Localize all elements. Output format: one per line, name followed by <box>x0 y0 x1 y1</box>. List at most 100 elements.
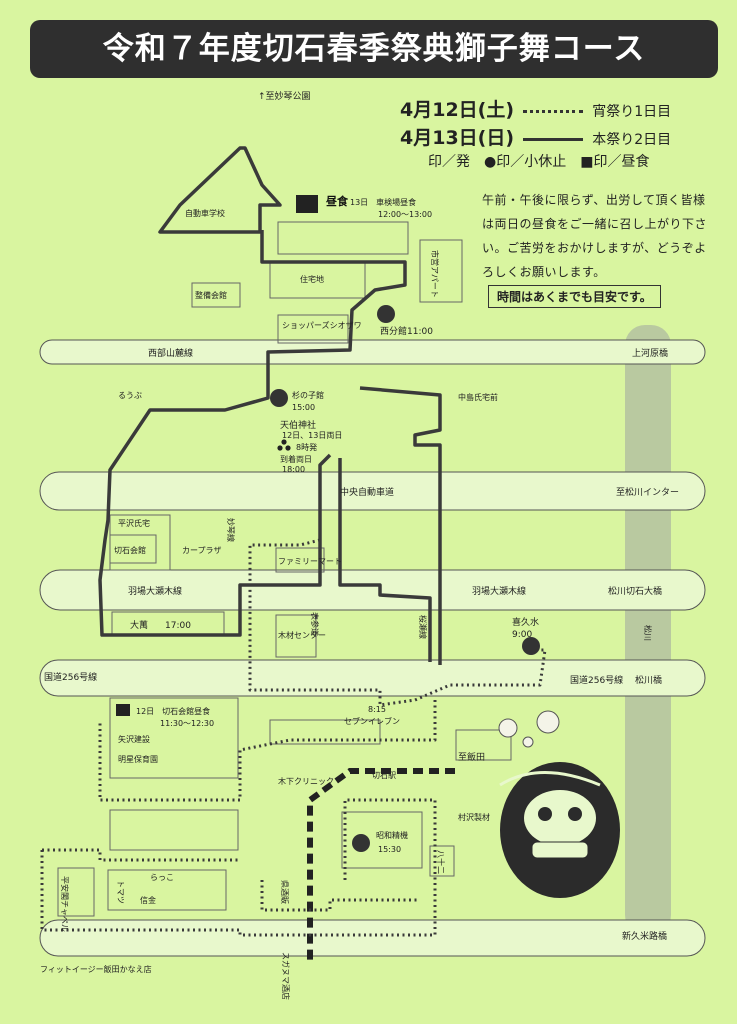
road-seibu-sanroku <box>39 339 706 365</box>
block-ichiei-apart <box>419 239 463 303</box>
road-route256 <box>39 659 706 697</box>
label-familymart: ファミリーマート <box>278 557 342 566</box>
rest-marker-kikusui <box>522 637 540 655</box>
label-heian-chapel: 平安閣チャペル <box>60 876 70 932</box>
label-showa-seiki: 昭和精機 <box>376 830 408 840</box>
block-kaikan-lunch <box>109 697 239 779</box>
label-kikusui-time: 9:00 <box>512 630 532 640</box>
block-heian <box>57 867 95 917</box>
block-kiriishi-kaikan <box>109 534 157 564</box>
label-carplaza: カープラザ <box>182 546 222 555</box>
label-kinoshita-clinic: 木下クリニック <box>278 776 334 786</box>
label-tenpaku-arrive: 到着両日 <box>280 454 312 464</box>
label-matsukawa-kiriishi-bridge: 松川切石大橋 <box>608 585 662 597</box>
label-sugenuma-saketen: スガヌマ酒店 <box>281 952 291 1000</box>
legend: 4月12日(土) 宵祭り1日目 4月13日(日) 本祭り2日目 印／発 ●印／小… <box>400 95 720 171</box>
legend-day2-date: 4月13日(日) <box>400 127 515 149</box>
route-day1-south <box>40 798 437 937</box>
label-oyorozu: 大萬 <box>130 619 148 631</box>
label-seibu-sanroku: 西部山麓線 <box>148 347 193 359</box>
block-mokuzai <box>275 614 317 658</box>
notice-text: 午前・午後に限らず、出労して頂く皆様は両日の昼食をご一緒に召し上がり下さい。ご苦… <box>482 193 708 279</box>
label-tomatsu: トマツ <box>116 880 125 904</box>
block-tomatsu <box>107 869 227 911</box>
label-showa-seiki-time: 15:30 <box>378 845 401 854</box>
block-showa-seiki <box>341 811 423 869</box>
label-tenpaku-days: 12日、13日両日 <box>282 431 342 440</box>
route-day2-center <box>338 458 432 662</box>
label-fit-eji: フィットイージー飯田かなえ店 <box>40 964 152 974</box>
solid-arrow-icon <box>523 138 584 141</box>
label-to-myokin-park: ↑至妙琴公園 <box>258 90 311 102</box>
label-matsukawa-bridge: 松川橋 <box>635 674 662 686</box>
label-nakajima-house: 中島氏宅前 <box>458 392 498 402</box>
label-habaootaki-right: 羽場大瀬木線 <box>472 585 526 597</box>
label-shinkin: 信金 <box>140 895 156 905</box>
label-kamikawara-bridge: 上河原橋 <box>632 347 668 359</box>
label-myosei-hoikuen: 明星保育園 <box>118 754 158 764</box>
label-tenpaku-arrive-time: 18:00 <box>282 465 305 474</box>
label-oyorozu-time: 17:00 <box>165 621 191 631</box>
depart-marker-tenpaku <box>277 439 291 451</box>
block-shoppers <box>277 314 349 344</box>
label-seibi-kaikan: 整備会館 <box>195 290 227 300</box>
road-shinkume <box>39 919 706 957</box>
label-rakko: らっこ <box>150 873 174 882</box>
rest-marker-showa-seiki <box>352 834 370 852</box>
label-sharyoujo-lunch: 13日 車検場昼食 <box>350 197 416 207</box>
road-chuo-expressway <box>39 471 706 511</box>
label-to-iida: 至飯田 <box>458 751 485 763</box>
legend-symbols: 印／発 ●印／小休止 ■印／昼食 <box>428 154 650 170</box>
page-title: 令和７年度切石春季祭典獅子舞コース <box>102 31 646 67</box>
lunch-marker-sharyoujo <box>296 195 318 213</box>
route-day1-west <box>98 700 437 802</box>
label-sharyoujo-time: 12:00〜13:00 <box>378 210 432 219</box>
label-myokin-line: 妙琴線 <box>226 518 236 542</box>
dotted-arrow-icon <box>523 110 584 113</box>
route-day1-southwest <box>42 848 240 862</box>
label-shoppers-shiozawa: ショッパーズシオザワ <box>282 320 362 330</box>
block-seven-eleven <box>269 719 381 745</box>
label-route256-right: 国道256号線 <box>570 674 623 686</box>
label-kenshuhan: 県酒販 <box>280 880 290 904</box>
route-day2-east <box>359 386 442 665</box>
lunch-marker-kaikan <box>116 704 130 716</box>
label-jutakuchi: 住宅地 <box>300 274 324 284</box>
lion-mask-illustration <box>499 762 620 898</box>
label-sakurase-line: 桜瀬線 <box>418 615 428 639</box>
block-yazawa <box>109 809 239 851</box>
label-tenpaku-depart: 8時発 <box>296 443 317 452</box>
block-seibi-kaikan <box>191 282 241 308</box>
route-day2-north-loop <box>158 146 282 234</box>
label-seven-time: 8:15 <box>368 705 386 714</box>
label-shinkumebashi: 新久米路橋 <box>622 930 667 942</box>
sakura-flowers <box>498 710 560 748</box>
label-matsukawa-river: 松川 <box>643 625 653 641</box>
route-day1-inner <box>260 880 420 912</box>
block-murasawa <box>455 729 512 761</box>
label-habaootaki-left: 羽場大瀬木線 <box>128 585 182 597</box>
label-matsukawa-ic: 至松川インター <box>616 486 679 498</box>
label-hirushoku: 昼食 <box>325 194 349 208</box>
label-ruubu: るうぶ <box>118 391 142 400</box>
label-suginoko: 杉の子館 <box>292 390 324 400</box>
railway-line <box>307 768 455 965</box>
rest-marker-suginoko <box>270 389 288 407</box>
block-sharyoujo <box>277 221 409 255</box>
label-hirasawa-house: 平沢氏宅 <box>118 518 150 528</box>
label-kikusui: 喜久水 <box>512 616 539 628</box>
label-kaikan-lunch-time: 11:30〜12:30 <box>160 719 214 728</box>
legend-day1: 4月12日(土) 宵祭り1日目 <box>400 95 720 123</box>
label-kaikan-lunch: 12日 切石会館昼食 <box>136 706 210 716</box>
label-hachijuni: 八十二 <box>436 850 446 874</box>
road-habaootaki <box>39 569 706 611</box>
label-route256-left: 国道256号線 <box>44 671 97 683</box>
label-kiriishi-kaikan: 切石会館 <box>114 545 146 555</box>
label-chuo-expressway: 中央自動車道 <box>340 486 394 498</box>
label-driving-school: 自動車学校 <box>185 208 225 218</box>
block-hachijuni <box>429 845 455 877</box>
legend-day2-desc: 本祭り2日目 <box>592 132 672 148</box>
legend-day1-desc: 宵祭り1日目 <box>592 104 672 120</box>
label-mokuzai-center: 木材センター <box>278 630 326 640</box>
